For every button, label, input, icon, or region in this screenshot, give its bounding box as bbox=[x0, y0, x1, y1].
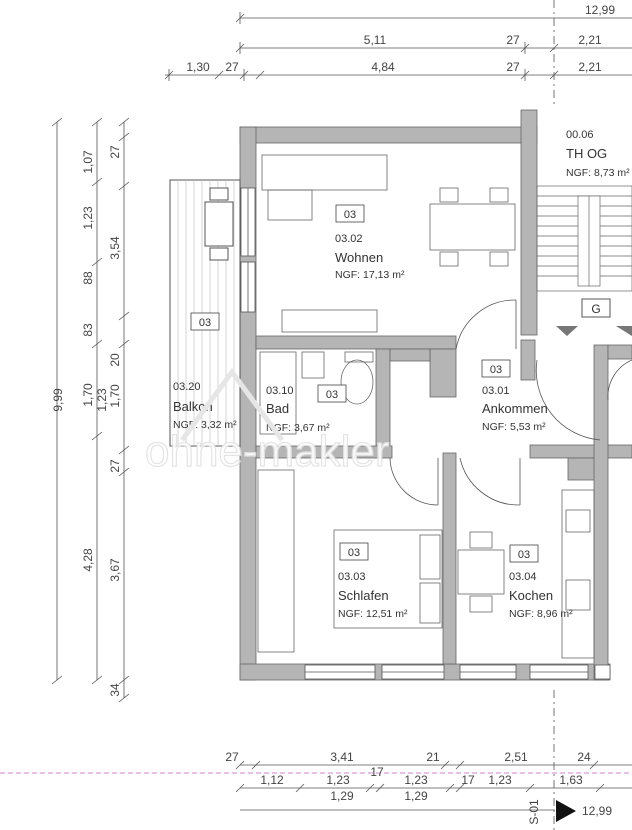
dim-bottom-r2-1: 1,12 bbox=[260, 773, 284, 787]
room-number: 03.10 bbox=[266, 385, 294, 397]
dim-bottom-r3-2: 1,29 bbox=[404, 789, 428, 803]
room-tag: 03 bbox=[326, 389, 338, 401]
left-dimension-lines bbox=[51, 117, 130, 703]
dim-left-misc-1: 27 bbox=[108, 459, 122, 473]
room-number: 03.20 bbox=[173, 381, 201, 393]
room-schlafen: 03 03.03 Schlafen NGF: 12,51 m² bbox=[338, 547, 408, 620]
room-number: 00.06 bbox=[566, 129, 594, 141]
room-name: Ankommen bbox=[482, 401, 548, 416]
dim-top-r3-5: 2,21 bbox=[578, 60, 602, 74]
dim-top-r3-3: 4,84 bbox=[371, 60, 395, 74]
room-number: 03.01 bbox=[482, 385, 510, 397]
walls bbox=[239, 109, 632, 681]
dim-bottom-r1-5: 24 bbox=[577, 750, 591, 764]
room-tag: 03 bbox=[348, 547, 360, 559]
left-dimension-texts: 9,99 4,28 1,70 1,23 1,23 1,07 3,67 1,70 … bbox=[51, 145, 122, 697]
dim-top-r3-1: 1,30 bbox=[186, 60, 210, 74]
room-bad: 03 03.10 Bad NGF: 3,67 m² bbox=[266, 385, 338, 434]
watermark-text: ohne-makler bbox=[145, 427, 390, 476]
room-name: Kochen bbox=[509, 588, 553, 603]
dim-left-c3-1: 3,67 bbox=[108, 558, 122, 582]
top-dimension-lines bbox=[164, 0, 632, 105]
dim-left-c3-6: 3,54 bbox=[108, 236, 122, 260]
room-area: NGF: 12,51 m² bbox=[338, 608, 408, 620]
room-name: Schlafen bbox=[338, 588, 389, 603]
windows bbox=[240, 187, 611, 680]
room-number: 03.02 bbox=[335, 233, 363, 245]
room-treppenhaus: 00.06 TH OG NGF: 8,73 m² bbox=[566, 129, 630, 179]
dim-top-r2-2: 27 bbox=[506, 33, 520, 47]
furniture-schlafen bbox=[257, 469, 443, 653]
room-tag: 03 bbox=[490, 364, 502, 376]
dim-left-c3-2: 1,70 bbox=[108, 384, 122, 408]
room-name: Wohnen bbox=[335, 250, 383, 265]
room-ankommen: 03 03.01 Ankommen NGF: 5,53 m² bbox=[482, 364, 548, 433]
dim-bottom-r1-3: 21 bbox=[426, 750, 440, 764]
dim-left-c2-3: 1,23 bbox=[95, 388, 109, 412]
room-name: Bad bbox=[266, 401, 289, 416]
room-number: 03.04 bbox=[509, 571, 537, 583]
dim-left-c3-3: 20 bbox=[108, 353, 122, 367]
dim-bottom-r2-5: 17 bbox=[461, 773, 475, 787]
room-number: 03.03 bbox=[338, 571, 366, 583]
section-label: S-01 bbox=[527, 799, 541, 825]
dim-bottom-r1-1: 27 bbox=[225, 750, 239, 764]
room-area: NGF: 8,96 m² bbox=[509, 608, 573, 620]
room-tag: 03 bbox=[344, 209, 356, 221]
room-tag-boxes bbox=[190, 204, 539, 563]
doors bbox=[389, 299, 632, 506]
room-area: NGF: 3,67 m² bbox=[266, 422, 330, 434]
room-tag: 03 bbox=[199, 317, 211, 329]
room-name: TH OG bbox=[566, 146, 607, 161]
dim-top-total: 12,99 bbox=[585, 3, 615, 17]
furniture-wohnen bbox=[261, 154, 516, 333]
staircase bbox=[536, 185, 632, 292]
dim-bottom-r1-4: 2,51 bbox=[504, 750, 528, 764]
watermark: ohne-makler bbox=[144, 367, 390, 477]
dim-left-misc-2: 34 bbox=[108, 683, 122, 697]
dim-top-r3-4: 27 bbox=[506, 60, 520, 74]
dim-bottom-r2-2: 1,23 bbox=[326, 773, 350, 787]
top-dimension-texts: 12,99 5,11 27 2,21 1,30 27 4,84 27 2,21 bbox=[186, 3, 615, 74]
dim-bottom-r2-7: 1,63 bbox=[559, 773, 583, 787]
room-area: NGF: 5,53 m² bbox=[482, 421, 546, 433]
dim-bottom-r2-6: 1,23 bbox=[488, 773, 512, 787]
dim-left-c2-1: 4,28 bbox=[81, 548, 95, 572]
furniture-kochen bbox=[457, 489, 595, 659]
bottom-dimension-texts: 27 3,41 21 2,51 24 1,12 1,23 17 1,23 17 … bbox=[225, 750, 591, 803]
triangle-marker-right bbox=[616, 326, 632, 336]
section-marker: S-01 12,99 bbox=[527, 799, 612, 825]
dim-bottom-r2-4: 1,23 bbox=[404, 773, 428, 787]
dim-left-c3-7: 27 bbox=[108, 145, 122, 159]
dim-bottom-r2-3: 17 bbox=[370, 765, 384, 779]
dim-top-r2-1: 5,11 bbox=[364, 33, 387, 47]
dim-left-c3-5: 88 bbox=[81, 271, 95, 285]
room-wohnen: 03 03.02 Wohnen NGF: 17,13 m² bbox=[335, 209, 405, 281]
stair-tag-box bbox=[581, 298, 611, 318]
dim-bottom-total: 12,99 bbox=[582, 804, 612, 818]
room-tag: 03 bbox=[518, 549, 530, 561]
stair-tag: G bbox=[591, 302, 600, 316]
room-kochen: 03 03.04 Kochen NGF: 8,96 m² bbox=[509, 549, 573, 620]
dim-top-r3-2: 27 bbox=[225, 60, 239, 74]
dim-top-r2-3: 2,21 bbox=[578, 33, 602, 47]
room-area: NGF: 8,73 m² bbox=[566, 167, 630, 179]
dim-left-total: 9,99 bbox=[51, 388, 65, 412]
dim-left-c2-2: 1,70 bbox=[81, 383, 95, 407]
bottom-dimension-lines bbox=[0, 690, 632, 830]
dim-left-c3-4: 83 bbox=[81, 323, 95, 337]
dim-left-c2-4: 1,23 bbox=[81, 206, 95, 230]
triangle-marker-left bbox=[556, 326, 578, 336]
dim-left-c2-5: 1,07 bbox=[81, 150, 95, 174]
dim-bottom-r3-1: 1,29 bbox=[330, 789, 354, 803]
dim-bottom-r1-2: 3,41 bbox=[330, 750, 354, 764]
room-area: NGF: 17,13 m² bbox=[335, 269, 405, 281]
